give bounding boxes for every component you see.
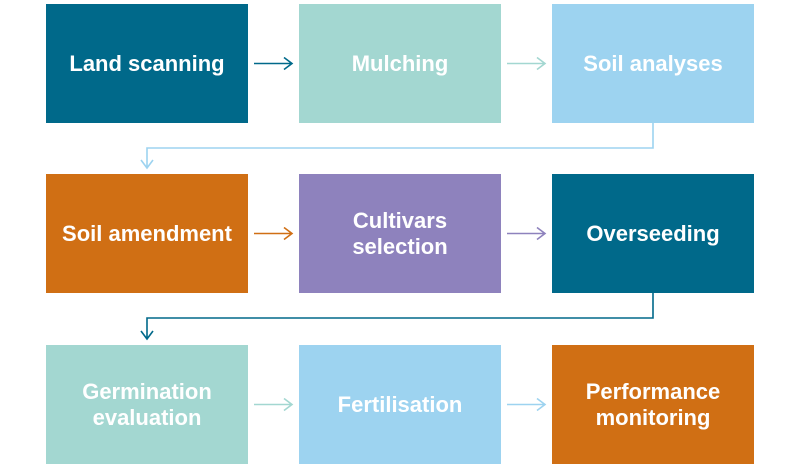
arrow-icon [254,56,294,71]
step-box: Cultivars selection [299,174,501,293]
elbow-arrow-icon [140,293,654,341]
arrow-icon [507,226,547,241]
elbow-arrow-icon [140,123,654,170]
arrow-icon [254,397,294,412]
step-box: Germination evaluation [46,345,248,464]
step-box: Mulching [299,4,501,123]
step-box: Performance monitoring [552,345,754,464]
arrow-icon [507,397,547,412]
step-box: Soil analyses [552,4,754,123]
step-box: Overseeding [552,174,754,293]
step-box: Land scanning [46,4,248,123]
arrow-icon [507,56,547,71]
step-box: Fertilisation [299,345,501,464]
step-box: Soil amendment [46,174,248,293]
arrow-icon [254,226,294,241]
